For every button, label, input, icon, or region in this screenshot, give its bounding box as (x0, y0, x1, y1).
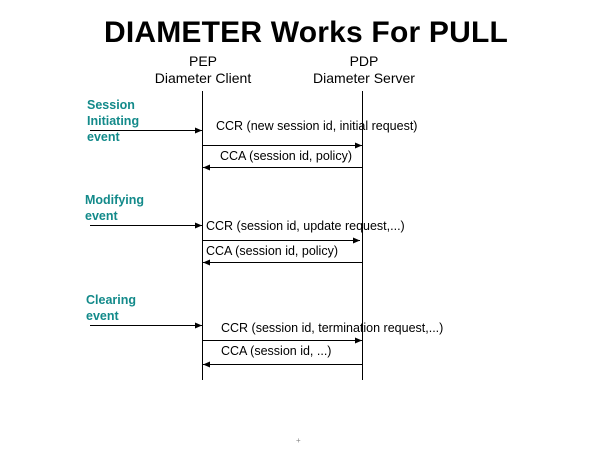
actor-client: PEP Diameter Client (147, 53, 259, 87)
answer-label: CCA (session id, ...) (221, 344, 332, 358)
actor-server-name: Diameter Server (313, 70, 415, 86)
request-label: CCR (new session id, initial request) (216, 119, 418, 133)
actor-server: PDP Diameter Server (302, 53, 426, 87)
diagram-title: DIAMETER Works For PULL (103, 16, 509, 49)
actor-client-role: PEP (188, 53, 217, 69)
event-label-session-initiating: Session Initiating event (87, 98, 140, 144)
event-label-modifying: Modifying event (85, 193, 145, 223)
answer-label: CCA (session id, policy) (206, 244, 338, 258)
request-label: CCR (session id, update request,...) (206, 219, 405, 233)
request-label: CCR (session id, termination request,...… (221, 321, 444, 335)
event-label-clearing: Clearing event (86, 293, 137, 323)
actor-client-name: Diameter Client (154, 70, 252, 86)
footer-mark: + (296, 436, 301, 445)
actor-server-role: PDP (349, 53, 379, 69)
answer-label: CCA (session id, policy) (220, 149, 352, 163)
